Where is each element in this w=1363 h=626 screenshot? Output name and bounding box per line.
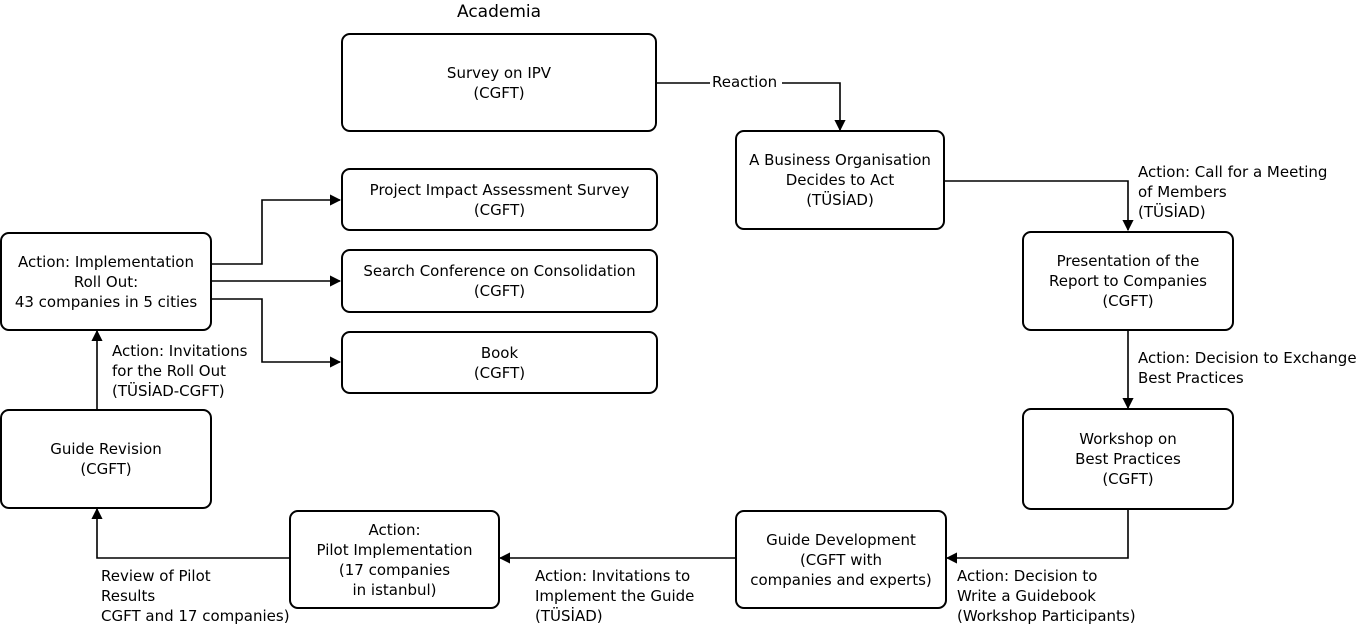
label-reaction: Reaction (712, 72, 777, 92)
node-survey-ipv-line-2: (CGFT) (473, 83, 525, 102)
node-implementation-roll-out-line-2: Roll Out: (73, 272, 139, 291)
label-call-for-meeting-line-2: of Members (1138, 183, 1227, 201)
node-implementation-roll-out-line-1: Action: Implementation (18, 252, 194, 271)
node-guide-revision: Guide Revision (CGFT) (0, 409, 212, 509)
arrow-implementation-to-impact-survey (211, 194, 342, 265)
label-decision-write-guidebook-line-2: Write a Guidebook (957, 587, 1096, 605)
node-impact-assessment-survey: Project Impact Assessment Survey(CGFT) (341, 168, 658, 231)
label-invitations-implement-line-1: Action: Invitations to (535, 567, 691, 585)
label-decision-write-guidebook: Action: Decision to Write a Guidebook (Wor… (957, 566, 1136, 626)
label-call-for-meeting-line-1: Action: Call for a Meeting (1138, 163, 1328, 181)
label-call-for-meeting-line-3: (TÜSİAD) (1138, 203, 1206, 221)
label-reaction-line-1: Reaction (712, 73, 778, 91)
label-review-pilot-results-line-1: Review of Pilot (101, 567, 211, 585)
label-decision-exchange-line-2: Best Practices (1138, 369, 1244, 387)
label-invitations-rollout-line-1: Action: Invitations (112, 342, 248, 360)
arrow-survey-to-business (657, 82, 840, 130)
node-pilot-implementation-line-2: Pilot Implementation (316, 540, 473, 559)
academia-heading: Academia (457, 2, 542, 22)
node-presentation-report-line-1: Presentation of the (1056, 252, 1200, 270)
node-pilot-implementation-line-3: (17 companies (338, 560, 451, 579)
node-implementation-roll-out-line-3: 43 companies in 5 cities (14, 292, 198, 311)
node-pilot-implementation: Action:Pilot Implementation(17 companies… (289, 510, 500, 609)
arrow-business-to-presentation (945, 180, 1134, 232)
label-invitations-rollout-line-3: (TÜSİAD-CGFT) (112, 382, 225, 400)
node-business-organisation-line-1: A Business Organisation (749, 151, 931, 169)
node-workshop-best-practices: Workshop on Best Practices (CGFT) (1022, 408, 1234, 510)
node-book-line-2: (CGFT) (473, 363, 526, 382)
arrow-implementation-to-book (211, 298, 342, 368)
node-guide-revision-line-2: (CGFT) (80, 460, 132, 478)
label-decision-exchange-line-1: Action: Decision to Exchange (1138, 349, 1357, 367)
label-invitations-rollout-line-2: for the Roll Out (112, 362, 227, 380)
node-book-line-1: Book (480, 343, 519, 362)
node-survey-ipv-line-1: Survey on IPV (446, 63, 552, 82)
node-workshop-best-practices-line-3: (CGFT) (1102, 470, 1154, 488)
node-workshop-best-practices-line-1: Workshop on (1079, 430, 1177, 448)
node-guide-development-line-3: companies and experts) (750, 570, 932, 589)
node-guide-revision-line-1: Guide Revision (50, 440, 162, 458)
node-pilot-implementation-line-1: Action: (368, 520, 421, 539)
node-business-organisation-line-3: (TÜSİAD) (806, 191, 874, 209)
node-impact-assessment-survey-line-2: (CGFT) (473, 200, 526, 219)
label-decision-write-guidebook-line-3: (Workshop Participants) (957, 607, 1136, 625)
node-guide-development-line-1: Guide Development (766, 530, 916, 549)
node-survey-ipv: Survey on IPV(CGFT) (341, 33, 657, 132)
label-review-pilot-results-line-2: Results (101, 587, 156, 605)
node-search-conference: Search Conference on Consolidation (CGFT) (341, 249, 658, 313)
node-guide-development-line-2: (CGFT with (799, 550, 883, 569)
node-workshop-best-practices-line-2: Best Practices (1075, 450, 1181, 468)
node-pilot-implementation-line-4: in istanbul) (352, 580, 437, 599)
label-decision-write-guidebook-line-1: Action: Decision to (957, 567, 1098, 585)
node-search-conference-line-1: Search Conference on Consolidation (363, 262, 636, 280)
node-presentation-report-line-3: (CGFT) (1102, 292, 1154, 310)
node-business-organisation-line-2: Decides to Act (785, 171, 895, 189)
node-search-conference-line-2: (CGFT) (473, 282, 526, 300)
node-book: Book(CGFT) (341, 331, 658, 394)
label-review-pilot-results-line-3: CGFT and 17 companies) (101, 607, 290, 625)
label-call-for-meeting: Action: Call for a Meeting of Members (TÜS… (1138, 162, 1327, 222)
arrow-pilot-to-revision (91, 507, 289, 559)
arrow-workshop-to-guidedev (945, 510, 1129, 564)
node-impact-assessment-survey-line-1: Project Impact Assessment Survey (369, 180, 630, 199)
label-invitations-implement-line-3: (TÜSİAD) (535, 607, 603, 625)
node-presentation-report-line-2: Report to Companies (1048, 272, 1207, 290)
label-invitations-implement: Action: Invitations to Implement the Guid… (535, 566, 694, 626)
label-invitations-rollout: Action: Invitations for the Roll Out (TÜSİ… (112, 341, 247, 401)
label-invitations-implement-line-2: Implement the Guide (535, 587, 695, 605)
